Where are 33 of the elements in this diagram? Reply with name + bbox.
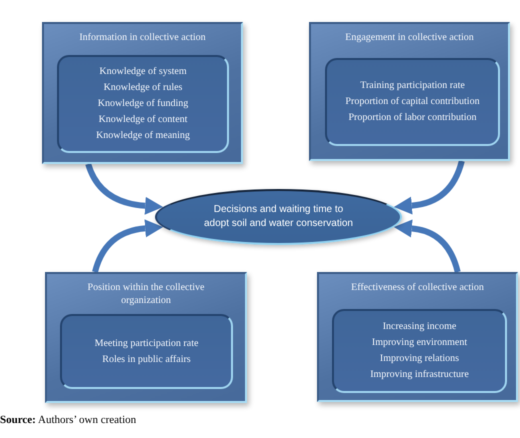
curved-arrow — [92, 219, 164, 273]
outcome-ellipse — [155, 189, 402, 245]
category-panel — [42, 22, 243, 164]
indicator-list-panel — [57, 55, 229, 153]
indicator-text: Improving environment — [372, 336, 468, 350]
indicator-text: Meeting participation rate — [94, 336, 198, 350]
category-panel — [45, 272, 247, 403]
indicator-list-panel — [332, 309, 507, 393]
outcome-text: Decisions and waiting time to adopt soil and water conservation — [203, 203, 354, 231]
panel-heading: Position within the collective organization — [86, 281, 206, 307]
curved-arrow — [85, 163, 164, 215]
curved-arrow — [394, 160, 465, 215]
indicator-text: Knowledge of content — [98, 113, 188, 127]
indicator-list-panel — [60, 314, 233, 389]
indicator-text: Training participation rate — [360, 79, 465, 93]
category-panel — [317, 272, 518, 402]
indicator-text: Knowledge of rules — [104, 81, 182, 95]
indicator-list-panel — [325, 58, 500, 146]
indicator-text: Roles in public affairs — [102, 352, 191, 366]
indicator-text: Knowledge of meaning — [96, 129, 190, 143]
indicator-text: Knowledge of system — [99, 65, 187, 79]
indicator-text: Improving relations — [380, 352, 460, 366]
indicator-text: Improving infrastructure — [370, 368, 469, 382]
source-caption: Source: Authors’ own creation — [0, 413, 136, 427]
category-panel — [309, 22, 510, 161]
indicator-text: Proportion of capital contribution — [345, 95, 480, 109]
indicator-text: Knowledge of funding — [98, 97, 188, 111]
panel-heading: Engagement in collective action — [345, 31, 474, 44]
panel-heading: Information in collective action — [79, 31, 206, 44]
curved-arrow — [394, 220, 461, 273]
indicator-text: Proportion of labor contribution — [348, 111, 477, 125]
panel-heading: Effectiveness of collective action — [351, 281, 484, 294]
indicator-text: Increasing income — [382, 320, 456, 334]
